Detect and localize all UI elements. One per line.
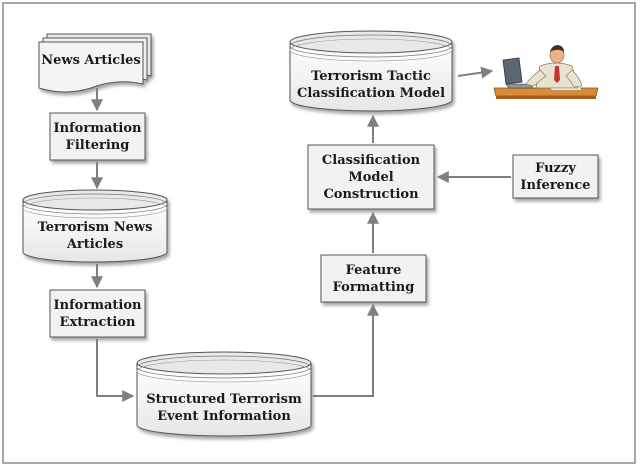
information-filtering-line1: Information <box>53 120 142 136</box>
label-terrorism-tactic-classification-model: Terrorism Tactic Classification Model <box>290 64 452 106</box>
label-fuzzy-inference: Fuzzy Inference <box>513 155 598 198</box>
label-feature-formatting: Feature Formatting <box>321 255 426 302</box>
node-news-articles <box>38 33 152 93</box>
label-information-filtering: Information Filtering <box>50 113 145 160</box>
arrow-model-to-user <box>457 66 494 79</box>
information-extraction-line2: Extraction <box>59 314 136 330</box>
node-information-extraction <box>49 289 146 338</box>
node-information-filtering <box>49 112 146 161</box>
terrorism-news-articles-line1: Terrorism News <box>37 220 153 235</box>
label-information-extraction: Information Extraction <box>50 290 145 337</box>
arrow-structured-to-formatting <box>313 303 379 397</box>
label-structured-event-information: Structured Terrorism Event Information <box>137 386 311 430</box>
structured-event-information-line1: Structured Terrorism <box>146 392 302 407</box>
feature-formatting-line2: Formatting <box>332 279 415 295</box>
classification-model-construction-line1: Classification <box>321 152 421 168</box>
terrorism-tactic-classification-model-line2: Classification Model <box>296 86 446 101</box>
node-terrorism-news-articles <box>22 189 168 263</box>
terrorism-news-articles-line2: Articles <box>66 237 124 252</box>
node-feature-formatting <box>320 254 427 303</box>
fuzzy-inference-line1: Fuzzy <box>535 160 576 176</box>
person-at-laptop-icon <box>493 45 599 99</box>
information-extraction-line1: Information <box>53 297 142 313</box>
fuzzy-inference-line2: Inference <box>520 177 591 193</box>
label-news-articles: News Articles <box>39 42 143 78</box>
terrorism-tactic-classification-model-line1: Terrorism Tactic <box>311 69 431 84</box>
structured-event-information-line2: Event Information <box>157 409 291 424</box>
news-articles-text: News Articles <box>41 52 141 68</box>
node-structured-event-information <box>136 351 312 437</box>
classification-model-construction-line2: Model <box>348 169 394 185</box>
node-fuzzy-inference <box>512 154 599 199</box>
label-classification-model-construction: Classification Model Construction <box>308 145 434 209</box>
edges <box>91 66 511 402</box>
label-terrorism-news-articles: Terrorism News Articles <box>23 215 167 257</box>
classification-model-construction-line3: Construction <box>323 186 419 202</box>
node-classification-model-construction <box>307 144 435 210</box>
arrow-extraction-to-structured <box>96 339 135 402</box>
information-filtering-line2: Filtering <box>65 137 130 153</box>
node-terrorism-tactic-classification-model <box>289 30 453 112</box>
feature-formatting-line1: Feature <box>345 262 402 278</box>
